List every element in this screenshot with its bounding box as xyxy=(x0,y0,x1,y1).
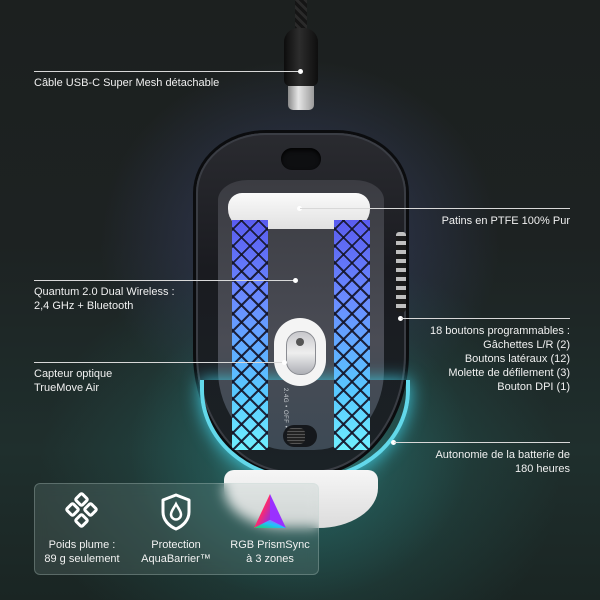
callout-line xyxy=(401,318,570,319)
cable-cord xyxy=(295,0,307,30)
callout-buttons-triggers: Gâchettes L/R (2) xyxy=(483,339,570,351)
callout-sensor-line2: TrueMove Air xyxy=(34,382,100,394)
callout-line xyxy=(34,71,300,72)
callout-cable-label: Câble USB-C Super Mesh détachable xyxy=(34,77,220,89)
callout-battery-line2: 180 heures xyxy=(514,463,570,475)
feature-weight-line1: Poids plume : xyxy=(48,539,116,551)
cable-plug xyxy=(284,28,318,86)
callout-buttons-title: 18 boutons programmables : xyxy=(429,325,570,337)
callout-dot xyxy=(293,278,298,283)
callout-line xyxy=(300,208,570,209)
callout-wireless-line2: 2,4 GHz + Bluetooth xyxy=(34,300,134,312)
feature-weight: Poids plume : 89 g seulement xyxy=(35,484,129,574)
honeycomb-shell-right xyxy=(334,220,370,450)
callout-dot xyxy=(282,360,287,365)
callout-dot xyxy=(298,69,303,74)
callout-dot xyxy=(391,440,396,445)
callout-dot xyxy=(398,316,403,321)
callout-dot xyxy=(297,206,302,211)
diamond-cluster-icon xyxy=(65,492,98,528)
callout-feet-label: Patins en PTFE 100% Pur xyxy=(441,215,570,227)
rgb-prism-icon xyxy=(254,494,286,528)
callout-wireless-line1: Quantum 2.0 Dual Wireless : xyxy=(34,286,175,298)
cable-port xyxy=(281,148,321,170)
shield-water-drop-icon xyxy=(161,493,191,531)
sensor-lens xyxy=(296,338,304,346)
callout-line xyxy=(394,442,570,443)
callout-battery-line1: Autonomie de la batterie de xyxy=(435,449,570,461)
callout-buttons-dpi: Bouton DPI (1) xyxy=(497,381,570,393)
feature-weight-line2: 89 g seulement xyxy=(44,553,120,565)
callout-line xyxy=(34,362,284,363)
side-buttons xyxy=(396,232,406,312)
feature-rgb: RGB PrismSync à 3 zones xyxy=(223,484,317,574)
feature-aquabarrier-line2: AquaBarrier™ xyxy=(141,553,211,565)
feature-aquabarrier: Protection AquaBarrier™ xyxy=(129,484,223,574)
mode-switch-knob xyxy=(287,428,305,444)
callout-line xyxy=(34,280,296,281)
usb-c-connector xyxy=(288,86,314,110)
callout-buttons-wheel: Molette de défilement (3) xyxy=(448,367,570,379)
callout-sensor-line1: Capteur optique xyxy=(34,368,113,380)
feature-panel: Poids plume : 89 g seulement Protection … xyxy=(34,483,319,575)
callout-buttons-side: Boutons latéraux (12) xyxy=(464,353,570,365)
feature-rgb-line1: RGB PrismSync xyxy=(230,539,310,551)
feature-rgb-line2: à 3 zones xyxy=(246,553,294,565)
honeycomb-shell-left xyxy=(232,220,268,450)
feature-aquabarrier-line1: Protection xyxy=(151,539,201,551)
